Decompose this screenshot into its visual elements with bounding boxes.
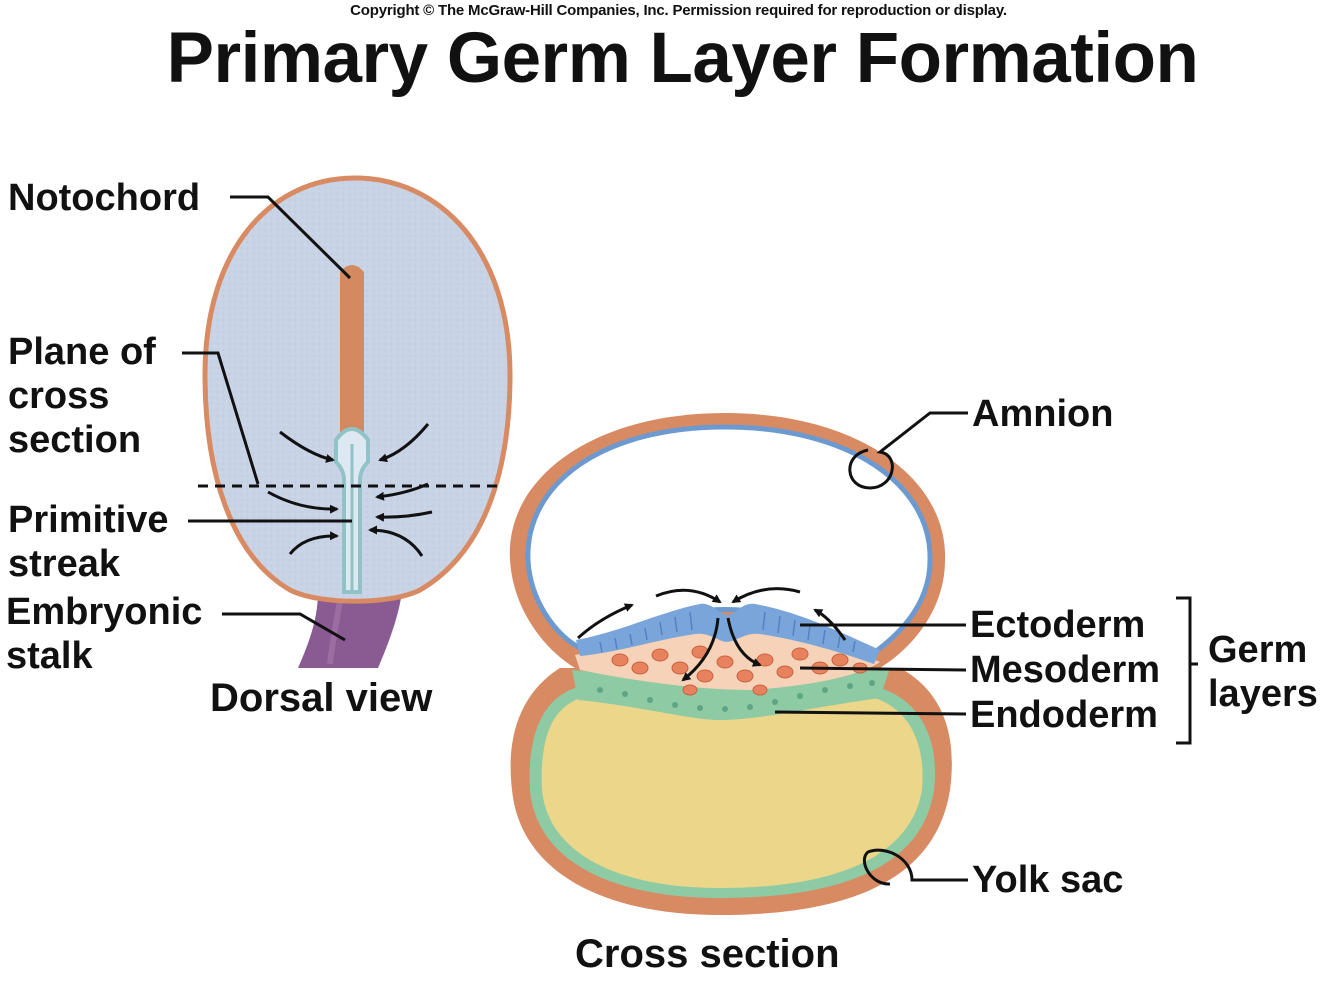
notochord-leader <box>230 195 352 280</box>
migration-arrow <box>368 525 424 557</box>
notochord-label: Notochord <box>8 177 201 219</box>
mesoderm-cells <box>611 645 868 696</box>
amnion-label: Amnion <box>972 393 1114 435</box>
diagram-title: Primary Germ Layer Formation <box>166 19 1199 98</box>
migration-arrow <box>375 482 429 501</box>
embryonic-stalk-leader <box>222 612 346 642</box>
migration-arrow <box>726 617 762 667</box>
plane-leader <box>182 351 260 485</box>
migration-arrow <box>378 423 430 463</box>
yolk-sac-cavity <box>541 698 923 888</box>
copyright-notice: Copyright © The McGraw-Hill Companies, I… <box>350 2 1007 19</box>
dorsal-leader-lines <box>182 195 352 642</box>
dorsal-view-embryo <box>182 175 513 668</box>
cross-section-leader-lines <box>774 411 1198 886</box>
embryonic-stalk <box>298 590 402 668</box>
migration-arrow <box>655 588 722 604</box>
label-line: cross <box>8 375 110 417</box>
mesoderm-label: Mesoderm <box>970 649 1161 691</box>
dorsal-view-caption: Dorsal view <box>210 676 433 720</box>
notochord <box>340 265 364 432</box>
label-line: streak <box>8 543 120 585</box>
label-line: Germ <box>1208 629 1308 671</box>
plane-of-cross-section-label: Plane of cross section <box>8 330 156 462</box>
migration-arrow <box>813 608 847 641</box>
migration-arrow <box>576 603 634 640</box>
label-line: Plane of <box>8 331 156 373</box>
yolk-sac-leader <box>862 848 968 886</box>
yolk-sac-label: Yolk sac <box>972 859 1124 901</box>
migration-arrow <box>375 510 433 522</box>
mesoderm-leader <box>799 666 967 672</box>
label-line: Primitive <box>8 499 169 541</box>
migration-arrow <box>681 617 720 682</box>
germ-layers-label: Germ layers <box>1208 628 1318 716</box>
primitive-streak-label: Primitive streak <box>8 498 169 586</box>
label-line: section <box>8 419 142 461</box>
label-line: stalk <box>6 635 93 677</box>
germ-layers-bracket <box>1176 596 1198 745</box>
endoderm-label: Endoderm <box>970 694 1158 736</box>
ectoderm-layer <box>576 603 880 664</box>
migration-arrow <box>267 490 339 514</box>
migration-arrow <box>288 531 339 555</box>
cell-migration-arrows <box>267 423 433 557</box>
embryonic-stalk-label: Embryonic stalk <box>6 590 202 678</box>
ectoderm-label: Ectoderm <box>970 604 1146 646</box>
amniotic-cavity <box>525 424 933 655</box>
cross-section-arrows <box>576 587 847 682</box>
label-line: layers <box>1208 673 1318 715</box>
amnion-leader <box>848 411 968 490</box>
cross-section-embryo <box>509 411 1198 915</box>
migration-arrow <box>279 430 335 463</box>
label-line: Embryonic <box>6 591 203 633</box>
endoderm-leader <box>774 710 967 716</box>
migration-arrow <box>731 587 801 604</box>
cross-section-caption: Cross section <box>575 932 840 976</box>
